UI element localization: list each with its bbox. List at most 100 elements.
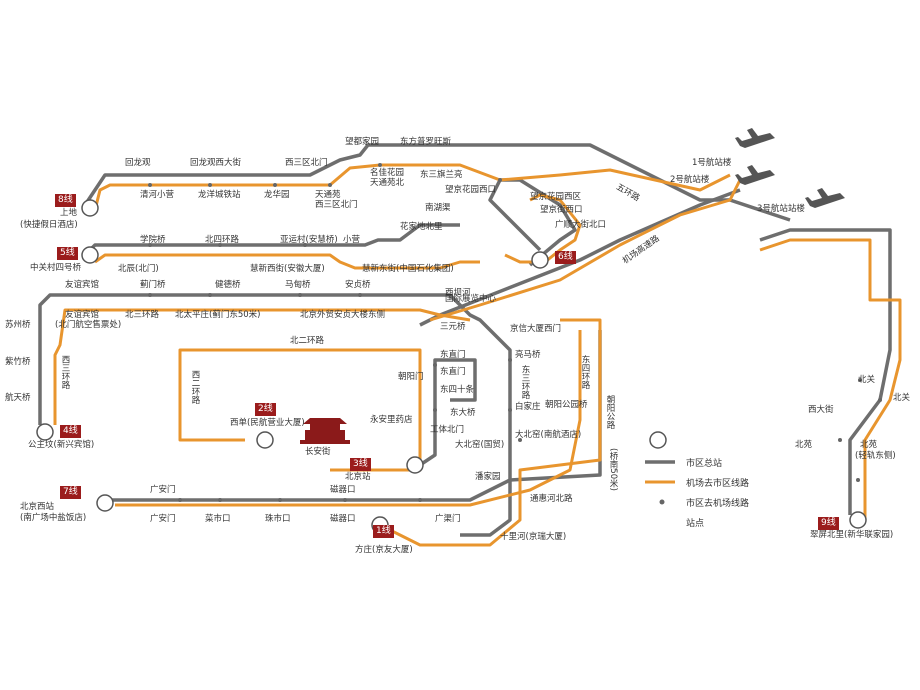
- legend-city-to-airport: 市区去机场线路: [686, 499, 750, 509]
- legend-lines: [645, 460, 675, 505]
- road-xisanhuan: 西三环路: [60, 355, 70, 389]
- station-beisanhuan: 北三环路: [125, 310, 160, 320]
- station-wangjing-huayuan: 望京花园西口: [445, 185, 497, 195]
- station-xueyuanqiao: 学院桥: [140, 235, 166, 245]
- station-caishikou: 菜市口: [205, 514, 231, 524]
- terminal-icon: [36, 423, 54, 441]
- station-dongdaqiao: 东大桥: [450, 408, 476, 418]
- station-fangzhuang: 方庄(京友大厦): [355, 545, 413, 555]
- station-shangdi-note: (快捷假日酒店): [20, 220, 78, 230]
- station-dabeiyao: 大北窑(国贸): [455, 440, 505, 450]
- station-tiantong-beiyuan: 天通苑北: [370, 178, 405, 188]
- station-jingxin: 京信大厦西门: [510, 324, 562, 334]
- line-2-badge: 2线: [255, 403, 276, 416]
- station-beichen: 北辰(北门): [118, 264, 159, 274]
- tiananmen-icon: [300, 418, 350, 444]
- route-9-orange: [759, 238, 902, 520]
- legend-terminal: 市区总站: [686, 459, 723, 469]
- route-3-gray: [419, 358, 477, 467]
- station-xisanqi-bei: 西三区北门: [285, 158, 328, 168]
- station-huilongguan: 回龙观: [125, 158, 151, 168]
- station-huixin: 慧新西街(安徽大厦): [250, 264, 325, 274]
- station-youyi: 友谊宾馆: [65, 280, 100, 290]
- route-4-gray: [38, 293, 512, 537]
- station-tiantong-xisan: 西三区北门: [315, 200, 358, 210]
- airport-highway-orange: [429, 179, 742, 322]
- station-huixin-dong: 慧新东街(中国石化集团): [362, 264, 454, 274]
- station-mingjiayuan: 名佳花园: [370, 168, 405, 178]
- airplanes: [735, 128, 845, 208]
- station-beiguan2: 北关: [893, 393, 911, 403]
- station-jimenqiao: 蓟门桥: [140, 280, 166, 290]
- station-beijingxi-note: (南广场中盐饭店): [20, 513, 87, 523]
- station-wangjing-xiqu: 望京花园西区: [530, 192, 582, 202]
- station-dongzhimen2: 东直门: [440, 367, 466, 377]
- station-qinghe: 清河小营: [140, 190, 175, 200]
- station-zhongguancun: 中关村四号桥: [30, 263, 82, 273]
- line-5-badge: 5线: [57, 247, 78, 260]
- station-xiaoying: 小营: [343, 235, 361, 245]
- station-guanganmen2: 广安门: [150, 514, 176, 524]
- station-liangmaqiao: 亮马桥: [515, 350, 541, 360]
- station-madianqiao: 马甸桥: [285, 280, 311, 290]
- route-4-orange: [53, 308, 471, 425]
- road-dongsanhuan: 东三环路: [520, 365, 530, 399]
- legend-stop: 站点: [686, 519, 705, 529]
- route-1-orange: [379, 318, 602, 547]
- station-yongan: 永安里药店: [370, 415, 413, 425]
- station-gongzhufen: 公主坟(新兴宾馆): [28, 440, 95, 450]
- terminal-icon: [406, 456, 424, 474]
- line-7-badge: 7线: [60, 486, 81, 499]
- route-6-gray: [488, 178, 577, 267]
- station-shilihe: 十里河(京瑞大厦): [500, 532, 567, 542]
- route-9-gray: [759, 228, 892, 515]
- station-xibahe: 西坝河: [445, 288, 471, 298]
- line-6-badge: 6线: [555, 251, 576, 264]
- road-xierhuan: 西二环路: [190, 370, 200, 404]
- station-pingguoyuan: 翠屏北里(新华联家园): [810, 530, 894, 540]
- route-8-orange: [93, 163, 731, 211]
- station-dongsanqi-lan: 东三旗兰亮: [420, 170, 463, 180]
- route-7-orange: [115, 330, 582, 507]
- station-beiyuan-north: 北苑: [860, 440, 878, 450]
- station-dots: [148, 163, 882, 502]
- station-guozhan: 国际展览中心: [445, 294, 497, 304]
- station-longyang: 龙洋城铁站: [198, 190, 241, 200]
- route-5-gray: [83, 223, 460, 257]
- terminal-icon: [81, 199, 99, 217]
- terminal-1-label: 1号航站楼: [692, 158, 732, 168]
- station-guangqumen: 广渠门: [435, 514, 461, 524]
- terminal-icon: [256, 431, 274, 449]
- station-youyi3: (北门航空售票处): [55, 320, 122, 330]
- station-guangshun: 广顺大街北口: [555, 220, 607, 230]
- station-beiguan: 北关: [858, 375, 876, 385]
- station-xidajie: 西大街: [808, 405, 834, 415]
- station-beijingzhan: 北京站: [345, 472, 371, 482]
- route-2-orange: [178, 348, 422, 472]
- line-4-badge: 4线: [60, 425, 81, 438]
- station-beisihuan: 北四环路: [205, 235, 240, 245]
- route-6-orange: [504, 193, 582, 264]
- station-shangdi: 上地: [60, 208, 78, 218]
- line-9-badge: 9线: [818, 517, 839, 530]
- station-suzhou: 苏州桥: [5, 320, 31, 330]
- station-guanganmen: 广安门: [150, 485, 176, 495]
- station-ciqikou: 磁器口: [330, 485, 356, 495]
- station-changan: 长安街: [305, 447, 331, 457]
- station-beitaiping: 北太平庄(蓟门东50米): [175, 310, 261, 320]
- station-longhua: 龙华园: [264, 190, 290, 200]
- station-yayuncun: 亚运村(安慧桥): [280, 235, 338, 245]
- terminal-icon: [81, 246, 99, 264]
- orange-routes: [53, 163, 902, 547]
- terminal-3-label: 3号航站站楼: [757, 204, 805, 214]
- station-anzhen: 安贞桥: [345, 280, 371, 290]
- station-beiyuan-note: (轻轨东侧): [855, 451, 896, 461]
- station-chaoyang-park: 朝阳公园桥: [545, 400, 588, 410]
- station-huajiadi: 花家地北里: [400, 222, 443, 232]
- airplane-icon: [735, 165, 775, 185]
- station-chaoyangmen: 朝阳门: [398, 372, 424, 382]
- station-wangjingjiayuan: 望都家园: [345, 137, 380, 147]
- road-qiaonan: (桥南50米): [608, 448, 618, 491]
- station-sanyuanqiao: 三元桥: [440, 322, 466, 332]
